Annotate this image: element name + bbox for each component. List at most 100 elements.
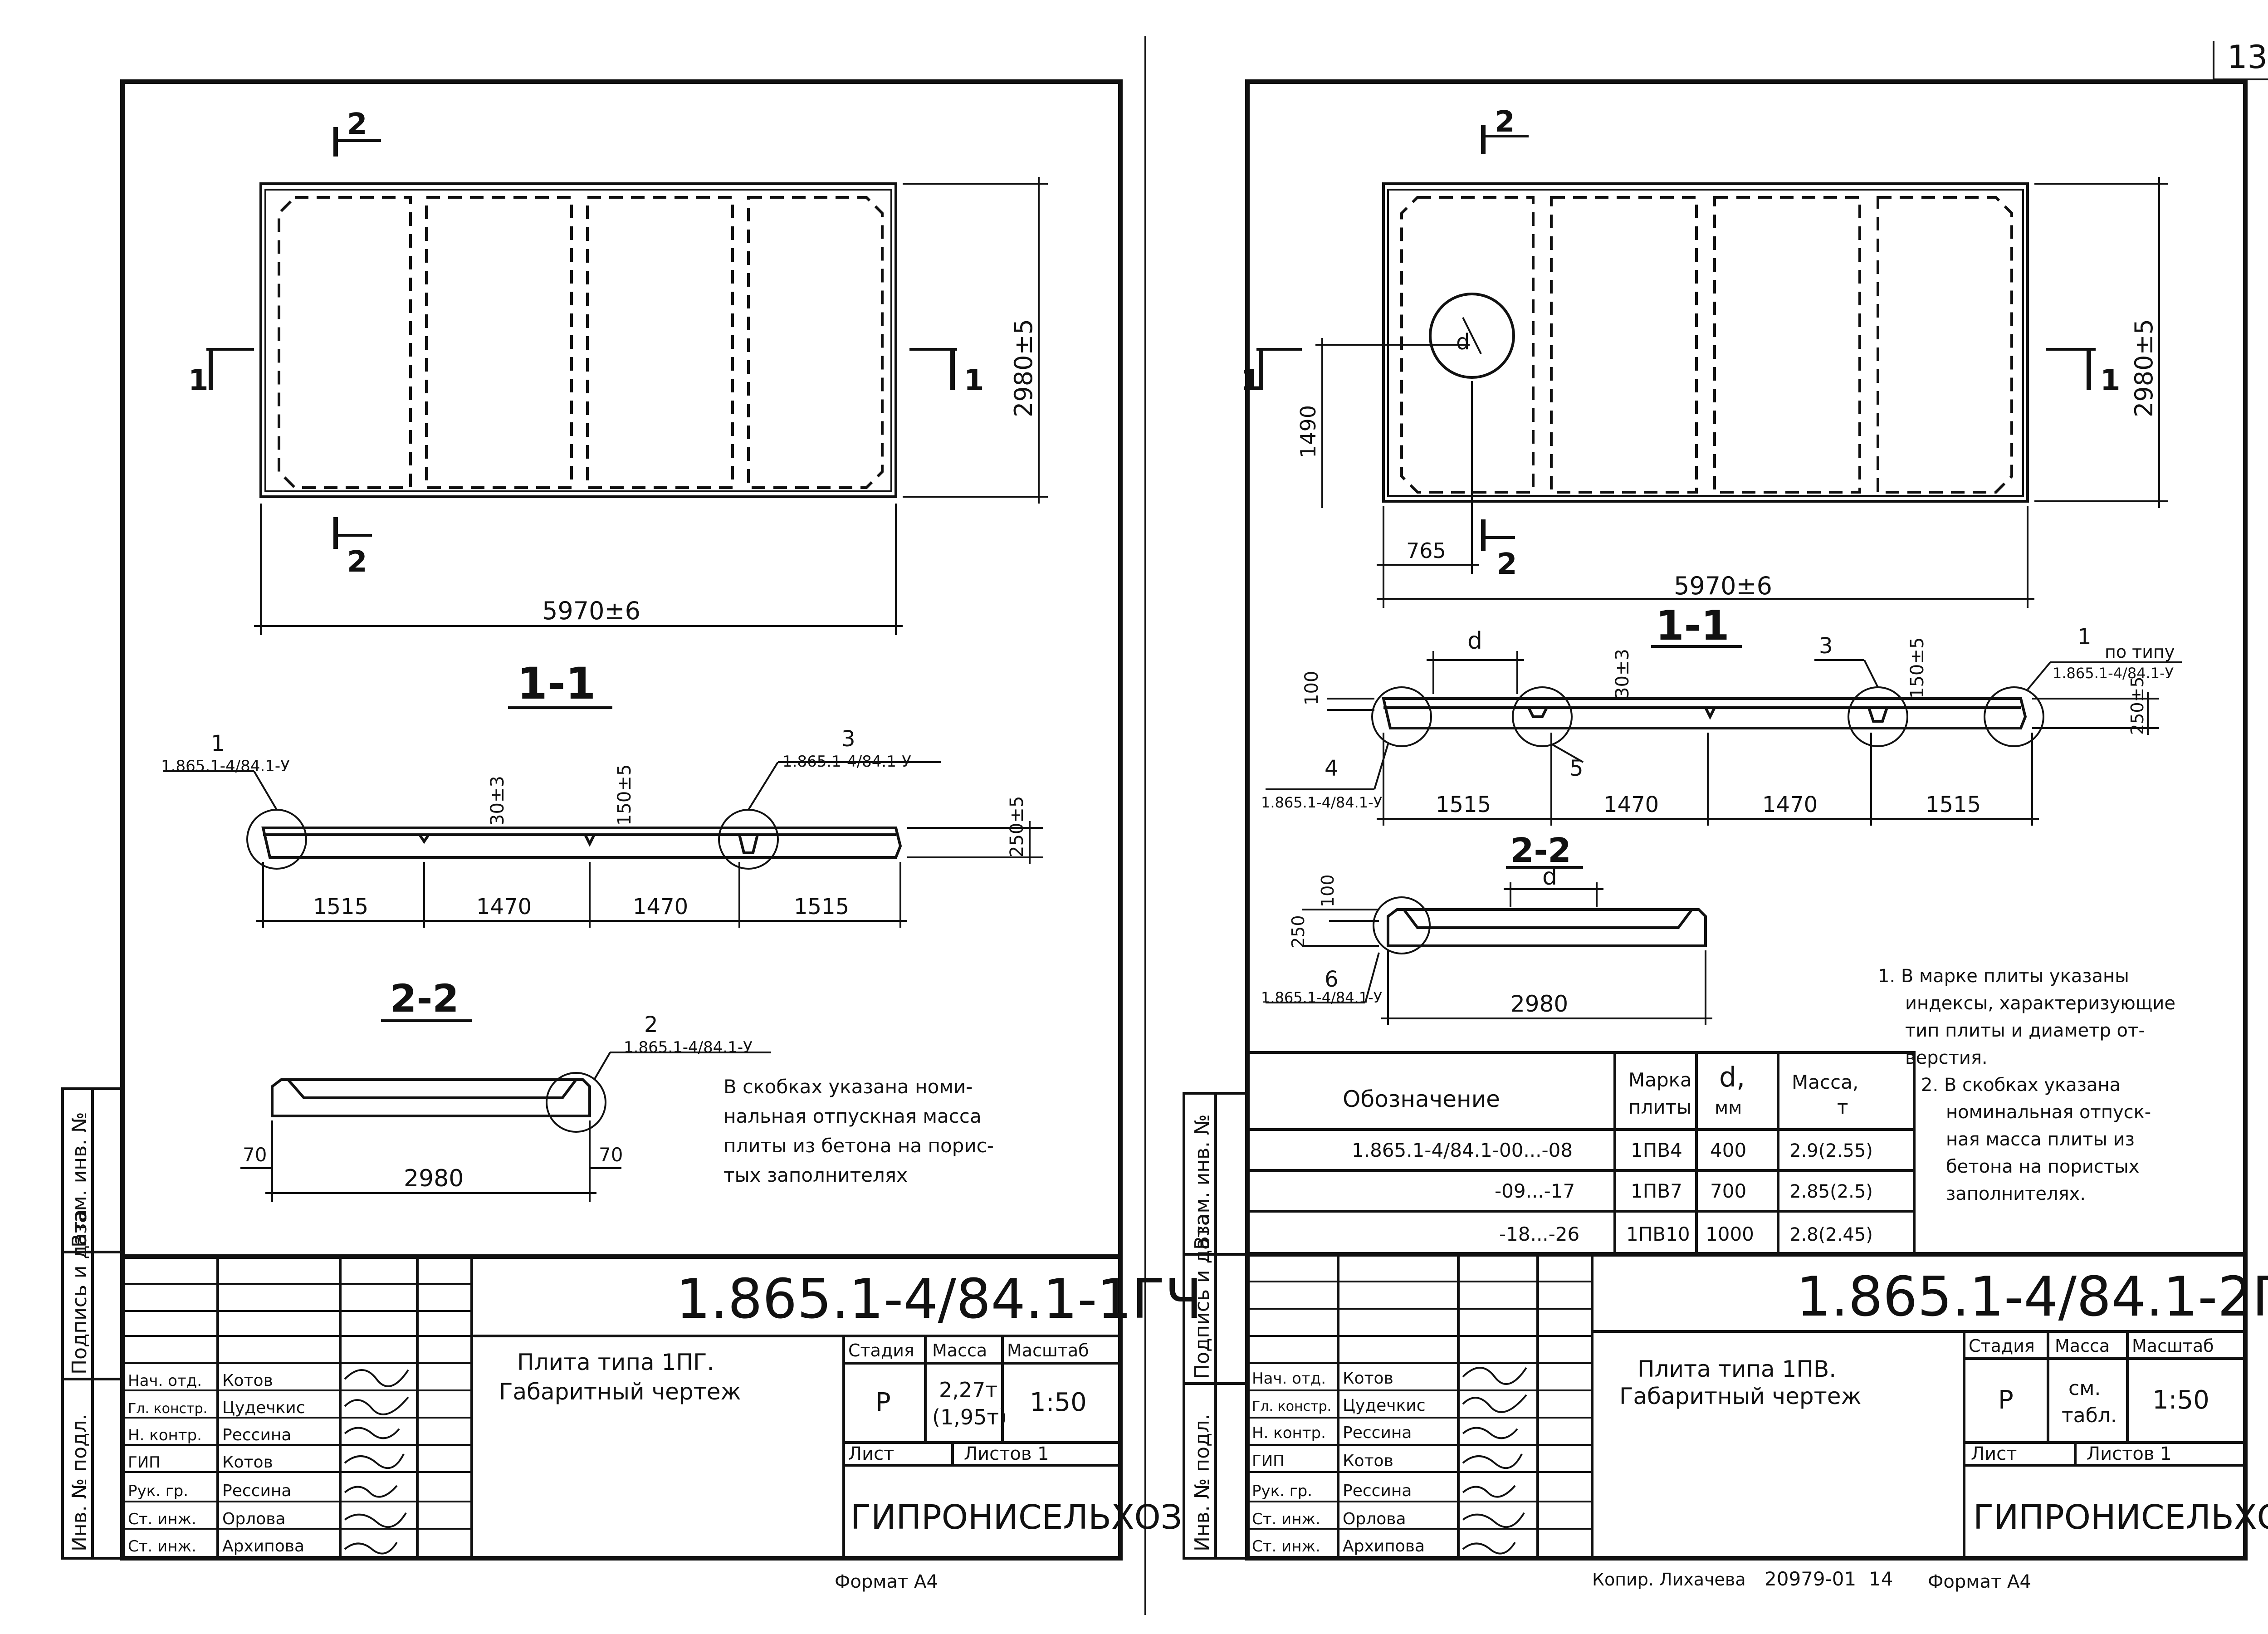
right-footer-order: 20979-01: [1765, 1568, 1856, 1590]
svg-text:Н. контр.: Н. контр.: [1252, 1424, 1326, 1442]
right-callout1-num: 1: [2077, 624, 2092, 650]
right-dim22-250: 250: [1288, 915, 1308, 948]
svg-text:Лист: Лист: [1971, 1443, 2017, 1464]
left-dim-shelf: 150±5: [614, 764, 635, 826]
right-span-3: 1470: [1762, 792, 1818, 817]
svg-text:Н. контр.: Н. контр.: [128, 1426, 202, 1444]
svg-text:плиты из бетона на порис-: плиты из бетона на порис-: [723, 1135, 994, 1157]
svg-text:Рук. гр.: Рук. гр.: [128, 1482, 188, 1500]
svg-text:Габаритный чертеж: Габаритный чертеж: [1619, 1383, 1862, 1409]
svg-text:Масштаб: Масштаб: [1007, 1340, 1089, 1360]
svg-text:2.85(2.5): 2.85(2.5): [1789, 1181, 1873, 1202]
svg-text:индексы, характеризующие: индексы, характеризующие: [1905, 993, 2175, 1014]
right-cut1-left: 1: [1241, 364, 1261, 397]
svg-text:Орлова: Орлова: [1343, 1510, 1406, 1528]
right-callout3-num: 3: [1819, 633, 1833, 659]
svg-text:Стадия: Стадия: [1969, 1336, 2035, 1356]
svg-text:плиты: плиты: [1628, 1096, 1691, 1118]
right-side-label-replace: Взам. инв. №: [1191, 1114, 1214, 1250]
svg-text:Рессина: Рессина: [222, 1426, 291, 1444]
svg-text:400: 400: [1710, 1139, 1746, 1161]
svg-text:Марка: Марка: [1628, 1069, 1692, 1091]
left-span-2: 1470: [476, 894, 532, 920]
svg-text:Стадия: Стадия: [848, 1340, 914, 1360]
svg-text:бетона на пористых: бетона на пористых: [1946, 1156, 2139, 1177]
svg-text:см.: см.: [2068, 1377, 2101, 1400]
right-section11-title: 1-1: [1656, 602, 1730, 650]
right-sheet: Инв. № подл. Подпись и дата Взам. инв. №…: [1183, 79, 2268, 1592]
left-callout3-num: 3: [841, 726, 855, 752]
svg-text:номинальная отпуск-: номинальная отпуск-: [1946, 1102, 2151, 1123]
svg-text:Масса: Масса: [2055, 1336, 2110, 1356]
svg-text:Гл. констр.: Гл. констр.: [1252, 1399, 1331, 1414]
right-cut1-right: 1: [2100, 364, 2121, 397]
svg-text:-18...-26: -18...-26: [1499, 1223, 1579, 1245]
page-number: 13: [2227, 39, 2268, 76]
svg-text:верстия.: верстия.: [1905, 1047, 1988, 1068]
svg-text:нальная отпускная масса: нальная отпускная масса: [723, 1105, 982, 1127]
svg-text:Масштаб: Масштаб: [2132, 1336, 2214, 1356]
svg-text:ная масса плиты из: ная масса плиты из: [1946, 1129, 2135, 1150]
right-callout5-num: 5: [1569, 756, 1584, 781]
svg-text:1ПВ10: 1ПВ10: [1626, 1223, 1690, 1245]
svg-text:Гл. констр.: Гл. констр.: [128, 1401, 207, 1417]
right-callout6-num: 6: [1325, 967, 1339, 992]
left-dim-70-left: 70: [243, 1144, 267, 1166]
svg-text:мм: мм: [1715, 1097, 1742, 1118]
left-note: В скобках указана номи- нальная отпускна…: [723, 1076, 994, 1186]
left-cut2-bottom: 2: [347, 545, 367, 579]
right-section-11: 1-1 d 100 30±3 150±5 250±5: [1261, 602, 2182, 826]
right-cut2-top: 2: [1495, 105, 1515, 139]
right-section-22: 2-2 d 100 250 6 1.865.1-4/84.1-У 2980: [1261, 831, 1712, 1025]
svg-text:Ст. инж.: Ст. инж.: [128, 1510, 196, 1528]
svg-text:2,27т: 2,27т: [939, 1378, 997, 1402]
right-callout1-ref: 1.865.1-4/84.1-У: [2053, 665, 2174, 682]
left-title-block: Нач. отд. Котов Гл. констр. Цудечкис Н. …: [120, 1254, 1202, 1561]
right-dim-height: 250±5: [2127, 676, 2147, 735]
svg-text:700: 700: [1710, 1180, 1746, 1202]
left-dim-rib: 30±3: [487, 776, 508, 826]
left-format: Формат А4: [835, 1571, 938, 1592]
left-dim-70-right: 70: [599, 1144, 623, 1166]
svg-text:тых заполнителях: тых заполнителях: [723, 1164, 908, 1186]
svg-text:Габаритный чертеж: Габаритный чертеж: [499, 1379, 741, 1405]
left-dim-height: 250±5: [1007, 796, 1027, 857]
right-dim-100: 100: [1301, 671, 1322, 705]
right-callout6-ref: 1.865.1-4/84.1-У: [1261, 989, 1382, 1006]
left-span-1: 1515: [313, 894, 368, 920]
left-cut1-right: 1: [964, 364, 984, 397]
left-section22-title: 2-2: [390, 976, 459, 1021]
svg-text:Рессина: Рессина: [222, 1482, 291, 1500]
svg-text:Котов: Котов: [1343, 1452, 1393, 1470]
left-dim-width: 2980±5: [1009, 319, 1038, 417]
left-drawing-code: 1.865.1-4/84.1-1ГЧ: [676, 1268, 1202, 1331]
svg-text:1:50: 1:50: [2152, 1385, 2209, 1415]
right-callout4-num: 4: [1325, 756, 1339, 781]
left-section-11: 1-1 1 1.865.1-4/84.1-У 3 1.865.1-4/84.1-…: [161, 658, 1043, 928]
left-dim-2980: 2980: [404, 1165, 464, 1192]
left-callout2-ref: 1.865.1-4/84.1-У: [624, 1038, 753, 1057]
left-section-22: 2-2 2 1.865.1-4/84.1-У 2980 70 70: [240, 976, 771, 1202]
right-footer-num: 14: [1869, 1568, 1893, 1590]
svg-text:2.8(2.45): 2.8(2.45): [1789, 1224, 1873, 1245]
right-dim-length: 5970±6: [1674, 572, 1772, 600]
svg-text:Листов 1: Листов 1: [964, 1443, 1049, 1464]
right-callout4-ref: 1.865.1-4/84.1-У: [1261, 794, 1382, 811]
right-drawing-code: 1.865.1-4/84.1-2ГЧ: [1796, 1266, 2268, 1329]
right-dim-1490: 1490: [1296, 405, 1320, 458]
right-table: Обозначение Марка плиты d, мм Масса, т 1…: [1246, 1051, 1916, 1256]
svg-text:Цудечкис: Цудечкис: [222, 1399, 305, 1417]
svg-text:Архипова: Архипова: [1343, 1537, 1425, 1556]
right-side-label-sign: Подпись и дата: [1191, 1214, 1214, 1379]
right-section22-title: 2-2: [1510, 831, 1571, 870]
left-cut1-left: 1: [188, 364, 209, 397]
left-org: ГИПРОНИСЕЛЬХОЗ: [850, 1498, 1182, 1537]
left-span-3: 1470: [633, 894, 688, 920]
svg-text:Орлова: Орлова: [222, 1510, 286, 1528]
svg-text:табл.: табл.: [2062, 1404, 2117, 1427]
left-dim-length: 5970±6: [542, 597, 640, 625]
right-dim22-100: 100: [1318, 874, 1338, 907]
svg-text:1.865.1-4/84.1-00...-08: 1.865.1-4/84.1-00...-08: [1352, 1139, 1573, 1161]
left-plan-view: 2 2 1 1 5970±6 2980±5: [188, 108, 1048, 635]
svg-text:(1,95т): (1,95т): [932, 1405, 1007, 1429]
